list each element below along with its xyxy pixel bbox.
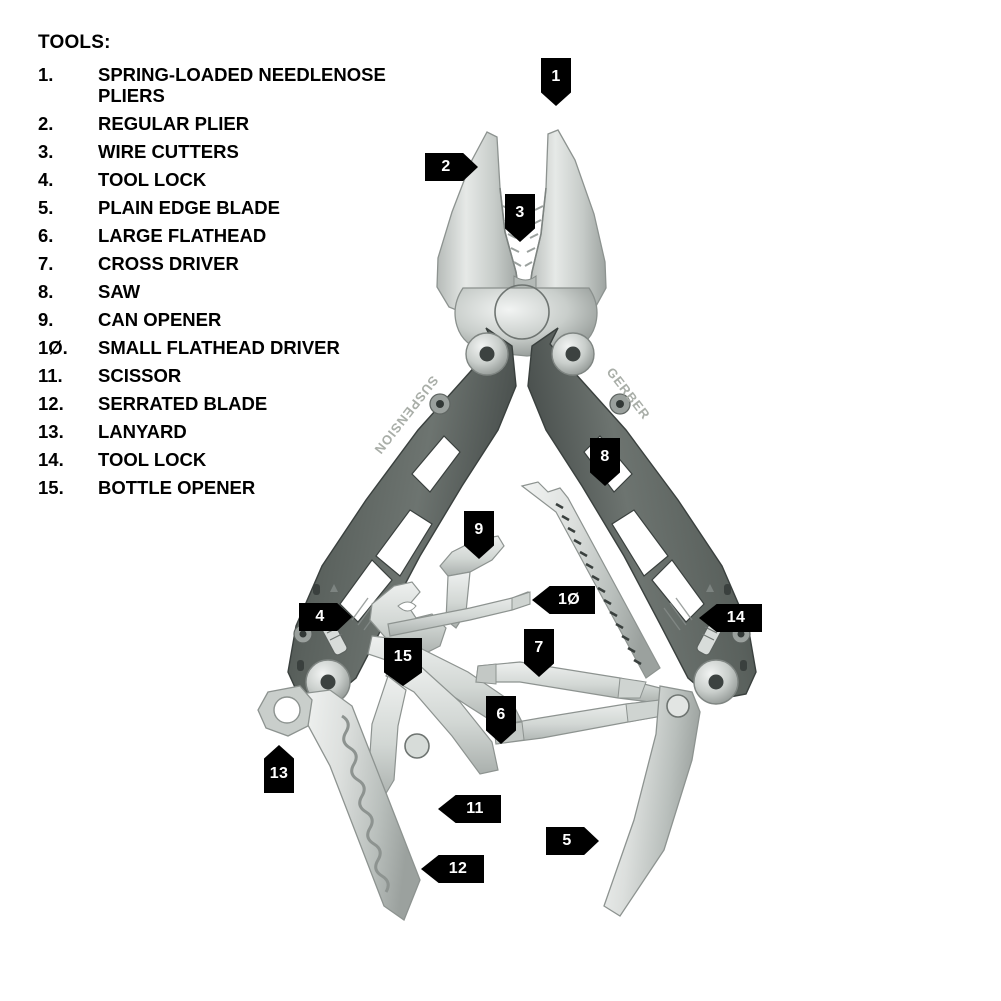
legend-item-label: LANYARD (98, 420, 187, 442)
legend-item-label: SAW (98, 281, 141, 303)
legend-item-number: 1. (38, 64, 54, 85)
legend-item: 8. SAW (38, 281, 438, 302)
legend-item-label: LARGE FLATHEAD (98, 225, 267, 247)
tool-saw (520, 481, 661, 679)
scissor-pivot (404, 733, 430, 759)
blade-pivot-dot (666, 694, 690, 718)
left-handle-detent-1 (313, 584, 320, 595)
tool-plain-edge-blade (603, 685, 701, 917)
right-handle-cutout-1 (611, 509, 669, 577)
legend-item: 12. SERRATED BLADE (38, 393, 438, 414)
legend-item-label: TOOL LOCK (98, 169, 207, 191)
legend-item: 5. PLAIN EDGE BLADE (38, 197, 438, 218)
legend-item: 4. TOOL LOCK (38, 169, 438, 190)
left-handle-cutout-2 (339, 559, 393, 623)
right-handle-detent-1 (724, 584, 731, 595)
legend-item-number: 4. (38, 169, 54, 191)
legend-item-label: TOOL LOCK (98, 448, 207, 470)
legend-item: 11. SCISSOR (38, 365, 438, 386)
legend-item-number: 5. (38, 197, 54, 219)
right-pivot-screw-torx (565, 346, 581, 362)
callout-marker-12[interactable]: 12 (421, 855, 484, 883)
legend-item: 1Ø. SMALL FLATHEAD DRIVER (38, 337, 438, 358)
legend-item-number: 11. (38, 364, 63, 386)
legend-item-number: 12. (38, 392, 64, 414)
right-jaw-serration (524, 205, 544, 267)
serration-edge (341, 714, 390, 893)
legend-item-label: WIRE CUTTERS (98, 141, 239, 163)
left-handle-cutout-1 (375, 509, 433, 577)
legend-item-label: SMALL FLATHEAD DRIVER (98, 337, 340, 359)
left-pivot-screw-torx (479, 346, 495, 362)
legend-item-label: SPRING-LOADED NEEDLENOSE PLIERS (98, 64, 386, 107)
tool-serrated-blade (299, 689, 421, 922)
legend-item: 14. TOOL LOCK (38, 449, 438, 470)
legend-item-label: SERRATED BLADE (98, 392, 268, 414)
left-handle-detent-2 (297, 660, 304, 671)
left-lock-arrow-marker (330, 584, 338, 592)
tool-small-flathead (387, 591, 531, 637)
legend-item-number: 14. (38, 448, 64, 470)
tool-cross-driver (475, 661, 669, 705)
saw-teeth (555, 502, 642, 666)
right-lock-arrow-marker (706, 584, 714, 592)
legend-item-label: SCISSOR (98, 364, 182, 386)
legend-item-label: CAN OPENER (98, 309, 222, 331)
legend-item-number: 7. (38, 253, 54, 275)
lanyard-hole (273, 696, 301, 724)
legend-title: TOOLS: (38, 32, 111, 53)
tool-lanyard (257, 685, 313, 737)
right-handle-engraving (663, 597, 693, 631)
tools-legend: TOOLS: 1. SPRING-LOADED NEEDLENOSE PLIERS… (38, 33, 438, 505)
legend-item-number: 8. (38, 281, 54, 303)
legend-item-label: BOTTLE OPENER (98, 476, 256, 498)
right-handle-detent-2 (740, 660, 747, 671)
legend-item: 2. REGULAR PLIER (38, 113, 438, 134)
legend-item-number: 3. (38, 141, 54, 163)
legend-item-number: 1Ø. (38, 337, 68, 359)
legend-item-label: REGULAR PLIER (98, 113, 250, 135)
legend-item: 7. CROSS DRIVER (38, 253, 438, 274)
legend-item: 13. LANYARD (38, 421, 438, 442)
legend-item-number: 2. (38, 113, 54, 135)
legend-item-label: CROSS DRIVER (98, 253, 239, 275)
legend-list: 1. SPRING-LOADED NEEDLENOSE PLIERS 2. REGUL… (38, 64, 438, 498)
legend-item-number: 6. (38, 225, 54, 247)
tool-large-flathead (493, 699, 663, 745)
left-handle-cutout-3 (411, 435, 461, 493)
legend-item-number: 15. (38, 476, 64, 498)
legend-item: 1. SPRING-LOADED NEEDLENOSE PLIERS (38, 64, 438, 107)
legend-item: 15. BOTTLE OPENER (38, 477, 438, 498)
legend-item: 9. CAN OPENER (38, 309, 438, 330)
legend-item-number: 9. (38, 309, 54, 331)
plier-pivot-circle (494, 284, 550, 340)
legend-item-number: 13. (38, 420, 64, 442)
legend-item: 3. WIRE CUTTERS (38, 141, 438, 162)
right-handle-cutout-2 (651, 559, 705, 623)
legend-item-label: PLAIN EDGE BLADE (98, 197, 280, 219)
legend-item: 6. LARGE FLATHEAD (38, 225, 438, 246)
